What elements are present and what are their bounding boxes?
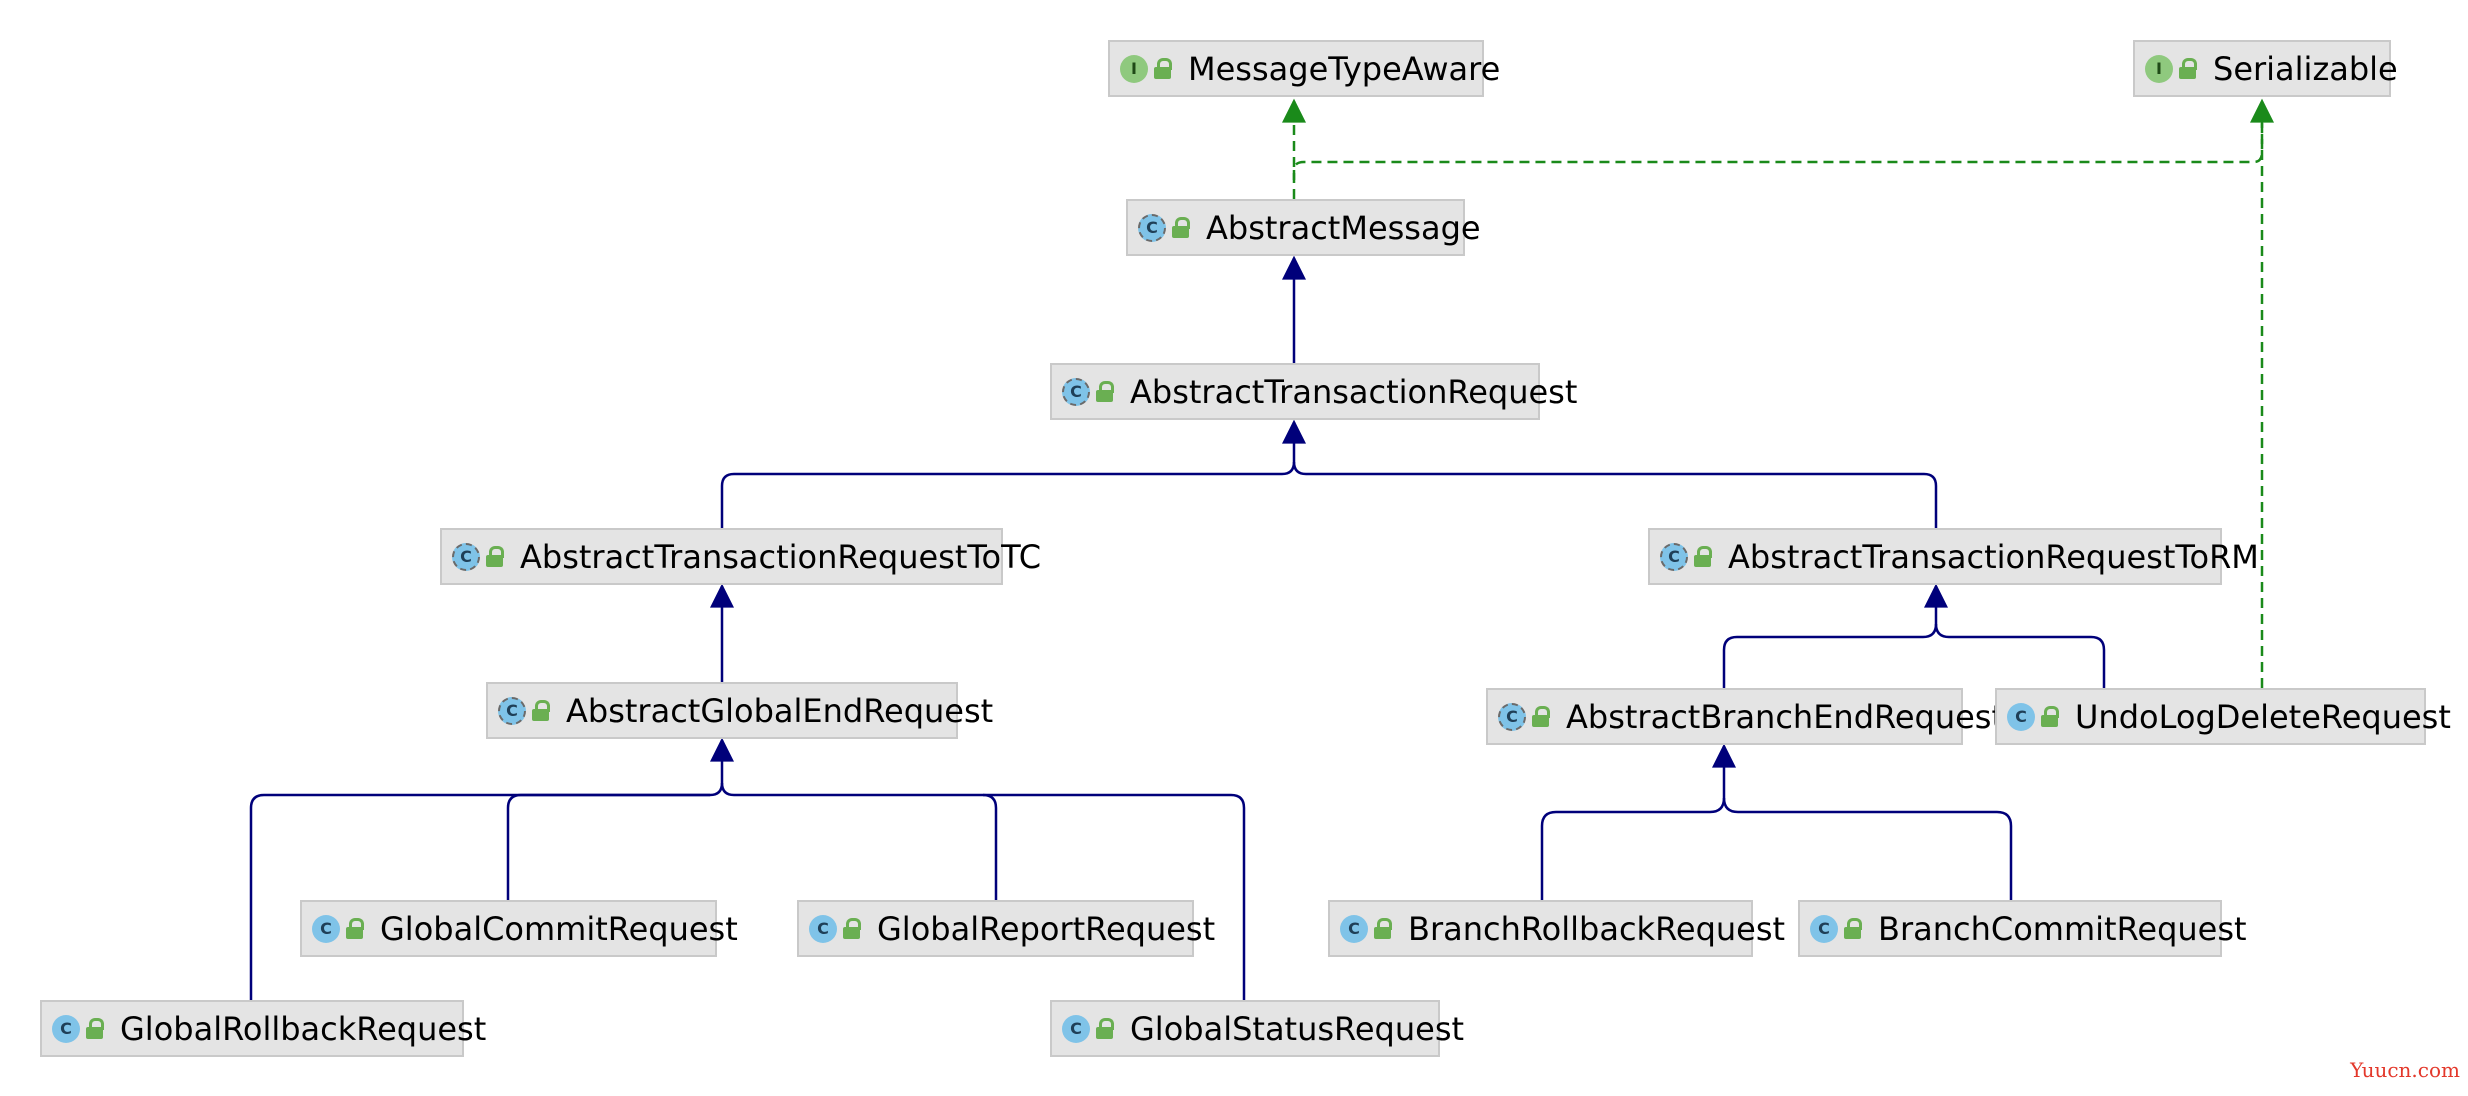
- class-node-undologdeleterequest[interactable]: C UndoLogDeleteRequest: [1995, 688, 2451, 745]
- watermark-text: Yuucn.com: [2350, 1058, 2460, 1082]
- public-lock-icon: [346, 917, 364, 940]
- public-lock-icon: [1844, 917, 1862, 940]
- extends-edge-globalstatus-globalend: [983, 793, 1246, 1000]
- public-lock-icon: [1374, 917, 1392, 940]
- implements-edge-abstractmessage-serializable: [1292, 98, 2274, 180]
- public-lock-icon: [1532, 705, 1550, 728]
- class-node-branchrollbackrequest[interactable]: C BranchRollbackRequest: [1328, 900, 1785, 957]
- class-node-label: Serializable: [2213, 49, 2398, 88]
- class-icon: C: [809, 914, 837, 943]
- class-node-label: MessageTypeAware: [1188, 49, 1501, 88]
- class-node-label: AbstractBranchEndRequest: [1566, 697, 2004, 736]
- class-node-label: AbstractMessage: [1206, 208, 1481, 247]
- extends-edge-branchcommit-branchend: [1722, 797, 2013, 900]
- class-icon: C: [1340, 914, 1368, 943]
- class-icon: C: [1062, 1014, 1090, 1043]
- public-lock-icon: [1694, 545, 1712, 568]
- abstract-class-icon: C: [1660, 542, 1688, 571]
- abstract-class-icon: C: [1138, 213, 1166, 242]
- class-node-label: AbstractTransactionRequest: [1130, 372, 1578, 411]
- extends-edge-branchend-torm: [1722, 583, 1948, 688]
- extends-edge-branchrollback-branchend: [1540, 743, 1736, 900]
- class-node-abstracttransactionrequesttotc[interactable]: C AbstractTransactionRequestToTC: [440, 528, 1041, 585]
- class-node-globalstatusrequest[interactable]: C GlobalStatusRequest: [1050, 1000, 1464, 1057]
- class-node-label: GlobalStatusRequest: [1130, 1009, 1465, 1048]
- public-lock-icon: [532, 699, 550, 722]
- class-node-abstracttransactionrequest[interactable]: C AbstractTransactionRequest: [1050, 363, 1577, 420]
- class-node-abstractmessage[interactable]: C AbstractMessage: [1126, 199, 1481, 256]
- class-icon: C: [52, 1014, 80, 1043]
- class-node-label: AbstractTransactionRequestToRM: [1728, 537, 2259, 576]
- class-node-label: GlobalCommitRequest: [380, 909, 738, 948]
- class-node-label: GlobalReportRequest: [877, 909, 1216, 948]
- extends-edge-globalreport-globalend: [720, 782, 998, 900]
- class-node-serializable[interactable]: I Serializable: [2133, 40, 2398, 97]
- class-node-abstracttransactionrequesttorm[interactable]: C AbstractTransactionRequestToRM: [1648, 528, 2259, 585]
- extends-edge-globalcommit-globalend: [506, 793, 710, 900]
- interface-icon: I: [2145, 54, 2173, 83]
- class-icon: C: [1810, 914, 1838, 943]
- class-node-messagetypeaware[interactable]: I MessageTypeAware: [1108, 40, 1500, 97]
- public-lock-icon: [1096, 1017, 1114, 1040]
- class-node-label: UndoLogDeleteRequest: [2075, 697, 2451, 736]
- class-node-globalcommitrequest[interactable]: C GlobalCommitRequest: [300, 900, 738, 957]
- class-node-globalreportrequest[interactable]: C GlobalReportRequest: [797, 900, 1215, 957]
- class-node-globalrollbackrequest[interactable]: C GlobalRollbackRequest: [40, 1000, 486, 1057]
- class-node-branchcommitrequest[interactable]: C BranchCommitRequest: [1798, 900, 2247, 957]
- abstract-class-icon: C: [1062, 377, 1090, 406]
- public-lock-icon: [1154, 57, 1172, 80]
- class-icon: C: [312, 914, 340, 943]
- extends-edge-torm-transactionrequest: [1292, 461, 1938, 528]
- public-lock-icon: [843, 917, 861, 940]
- class-icon: C: [2007, 702, 2035, 731]
- extends-edge-globalrollback-globalend: [249, 737, 734, 1000]
- class-node-label: BranchRollbackRequest: [1408, 909, 1786, 948]
- abstract-class-icon: C: [1498, 702, 1526, 731]
- public-lock-icon: [2179, 57, 2197, 80]
- public-lock-icon: [1172, 216, 1190, 239]
- class-node-label: GlobalRollbackRequest: [120, 1009, 487, 1048]
- class-node-abstractglobalendrequest[interactable]: C AbstractGlobalEndRequest: [486, 682, 993, 739]
- class-node-label: AbstractTransactionRequestToTC: [520, 537, 1042, 576]
- extends-edge-totc-transactionrequest: [720, 419, 1306, 528]
- extends-edge-undolog-torm: [1934, 623, 2106, 688]
- abstract-class-icon: C: [498, 696, 526, 725]
- class-node-label: AbstractGlobalEndRequest: [566, 691, 994, 730]
- public-lock-icon: [1096, 380, 1114, 403]
- public-lock-icon: [486, 545, 504, 568]
- class-node-label: BranchCommitRequest: [1878, 909, 2247, 948]
- abstract-class-icon: C: [452, 542, 480, 571]
- class-node-abstractbranchendrequest[interactable]: C AbstractBranchEndRequest: [1486, 688, 2004, 745]
- public-lock-icon: [2041, 705, 2059, 728]
- interface-icon: I: [1120, 54, 1148, 83]
- public-lock-icon: [86, 1017, 104, 1040]
